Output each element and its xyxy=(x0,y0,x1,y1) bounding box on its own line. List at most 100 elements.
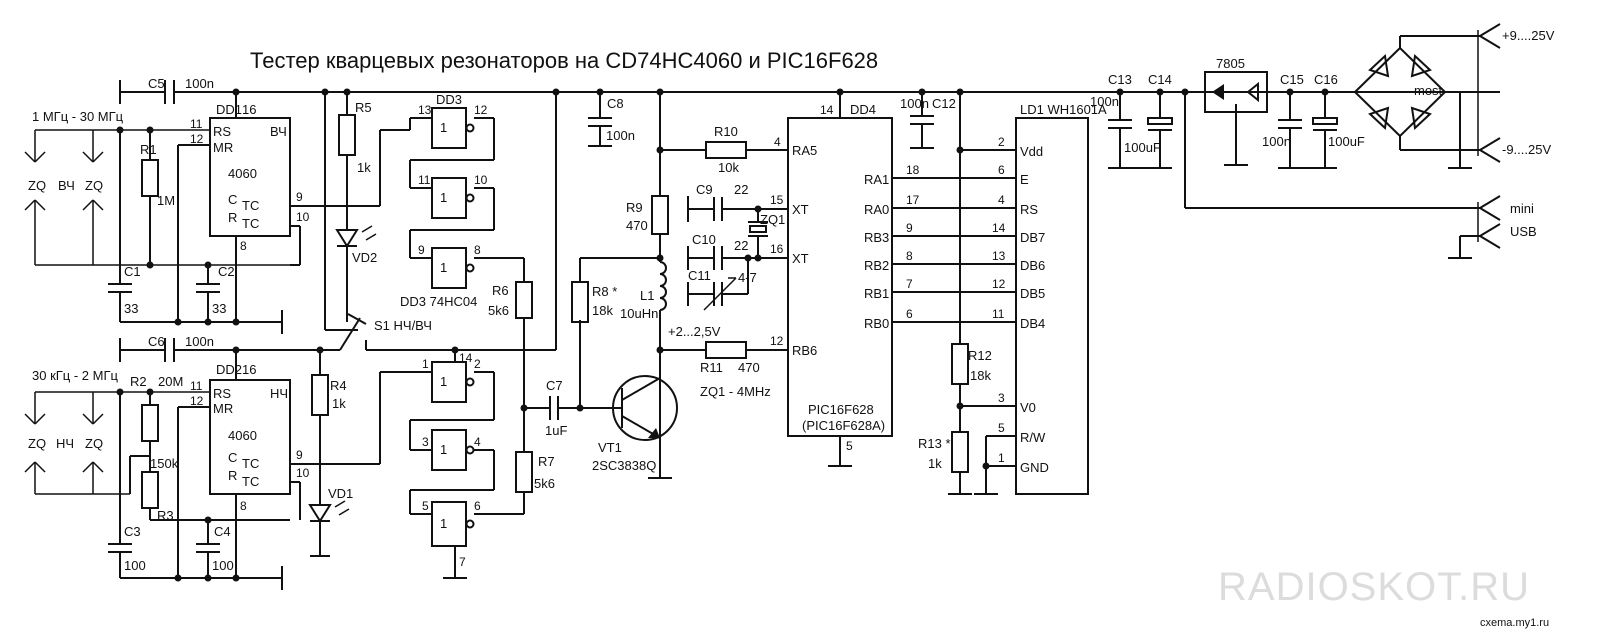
regulator-label: 7805 xyxy=(1216,56,1245,71)
s1-label: S1 НЧ/ВЧ xyxy=(374,318,432,333)
r9-value: 470 xyxy=(626,218,648,233)
lcd-p3: 3 xyxy=(998,391,1005,405)
lf-socket-label: НЧ xyxy=(56,436,74,451)
c5-label: C5 xyxy=(148,76,165,91)
r2-value: 20M xyxy=(158,374,183,389)
dd3-p2: 2 xyxy=(474,357,481,371)
hf-range-label: 1 МГц - 30 МГц xyxy=(32,109,124,124)
l1-value: 10uHn xyxy=(620,306,658,321)
r8-value: 18k xyxy=(592,303,613,318)
lcd-p14: 14 xyxy=(992,221,1006,235)
dd3-p1: 1 xyxy=(422,357,429,371)
resistor-r9 xyxy=(651,92,669,262)
c14-label: C14 xyxy=(1148,72,1172,87)
lcd-p2: 2 xyxy=(998,135,1005,149)
r11-label: R11 xyxy=(700,360,723,375)
c6-label: C6 xyxy=(148,334,165,349)
dd2-mode: НЧ xyxy=(270,386,288,401)
c8-label: C8 xyxy=(607,96,624,111)
data-bus xyxy=(892,177,1016,323)
hf-zq-left: ZQ xyxy=(28,178,46,193)
lcd-db7: DB7 xyxy=(1020,230,1045,245)
capacitor-c16 xyxy=(1278,92,1338,169)
capacitor-c3 xyxy=(108,388,132,578)
c3-value: 100 xyxy=(124,558,146,573)
c13-value: 100n xyxy=(1090,94,1119,109)
vd2-label: VD2 xyxy=(352,250,377,265)
lcd-p6: 6 xyxy=(998,163,1005,177)
lcd-db5: DB5 xyxy=(1020,286,1045,301)
resistor-r6 xyxy=(515,281,533,452)
c2-value: 33 xyxy=(212,301,226,316)
lcd-p12: 12 xyxy=(992,277,1006,291)
hf-zq-right: ZQ xyxy=(85,178,103,193)
dd2-pin9: 9 xyxy=(296,448,303,462)
r12-label: R12 xyxy=(968,348,992,363)
lcd-v0: V0 xyxy=(1020,400,1036,415)
chip-dd1 xyxy=(209,88,410,326)
zq1-label: ZQ1 xyxy=(760,212,785,227)
dd4-rb1: RB1 xyxy=(864,286,889,301)
c9-label: C9 xyxy=(696,182,713,197)
dd2-tc2: TC xyxy=(242,474,259,489)
dd3-gate-3-4 xyxy=(409,429,495,515)
led-vd1 xyxy=(308,500,350,557)
resistor-r7 xyxy=(515,451,533,514)
dd3-p8: 8 xyxy=(474,243,481,257)
dd3-p7: 7 xyxy=(459,555,466,569)
lf-zq-right: ZQ xyxy=(85,436,103,451)
c2-label: C2 xyxy=(218,264,235,279)
r8-label: R8 * xyxy=(592,284,617,299)
power-input-connector xyxy=(1477,23,1501,163)
dd4-part: PIC16F628 xyxy=(808,402,874,417)
dd3-p6: 6 xyxy=(474,499,481,513)
c7-value: 1uF xyxy=(545,423,567,438)
dd3-gate-5-6 xyxy=(431,501,524,579)
dd3-p3: 3 xyxy=(422,435,429,449)
r6-value: 5k6 xyxy=(488,303,509,318)
c12-label: C12 xyxy=(932,96,956,111)
input-positive: +9....25V xyxy=(1502,28,1555,43)
dd3-gate5-symbol: 1 xyxy=(440,442,447,457)
dd2-pin11: 11 xyxy=(190,379,203,393)
dd4-xt2: XT xyxy=(792,251,809,266)
capacitor-c4 xyxy=(196,516,220,582)
dd3-gate-9-8 xyxy=(431,247,525,289)
r11-value: 470 xyxy=(738,360,760,375)
dd1-ref: DD1 xyxy=(216,102,242,117)
input-negative: -9....25V xyxy=(1502,142,1551,157)
r5-value: 1k xyxy=(357,160,371,175)
dd4-xt1: XT xyxy=(792,202,809,217)
r10-value: 10k xyxy=(718,160,739,175)
dd2-rs: RS xyxy=(213,386,231,401)
dd3-gate6-symbol: 1 xyxy=(440,516,447,531)
vd1-label: VD1 xyxy=(328,486,353,501)
vt1-label: VT1 xyxy=(598,440,622,455)
lcd-module xyxy=(1015,117,1089,495)
dd3-gate-13-12 xyxy=(409,107,495,189)
dd3-p11: 11 xyxy=(418,173,431,187)
c6-wire xyxy=(119,338,340,362)
capacitor-c11 xyxy=(687,254,752,311)
dd4-rb3: RB3 xyxy=(864,230,889,245)
r5-label: R5 xyxy=(355,100,372,115)
r4-label: R4 xyxy=(330,378,347,393)
c16-value: 100uF xyxy=(1328,134,1365,149)
usb-feed xyxy=(1184,92,1480,209)
dd3-gate-1-2 xyxy=(409,361,495,451)
usb-connector xyxy=(1448,195,1501,259)
r12-value: 18k xyxy=(970,368,991,383)
bridge-label: most xyxy=(1414,83,1443,98)
dd1-pin-vcc: 16 xyxy=(242,102,256,117)
vt1-value: 2SC3838Q xyxy=(592,458,656,473)
dd4-p5: 5 xyxy=(846,439,853,453)
dd4-p6: 6 xyxy=(906,307,913,321)
dd1-mr: MR xyxy=(213,140,233,155)
lcd-gnd: GND xyxy=(1020,460,1049,475)
site-credit: cxema.my1.ru xyxy=(1480,617,1549,629)
dd3-gate3-symbol: 1 xyxy=(440,260,447,275)
dd3-gate-11-10 xyxy=(409,177,495,259)
dd2-pin10: 10 xyxy=(296,466,310,480)
dd4-rb0: RB0 xyxy=(864,316,889,331)
lcd-p4: 4 xyxy=(998,193,1005,207)
